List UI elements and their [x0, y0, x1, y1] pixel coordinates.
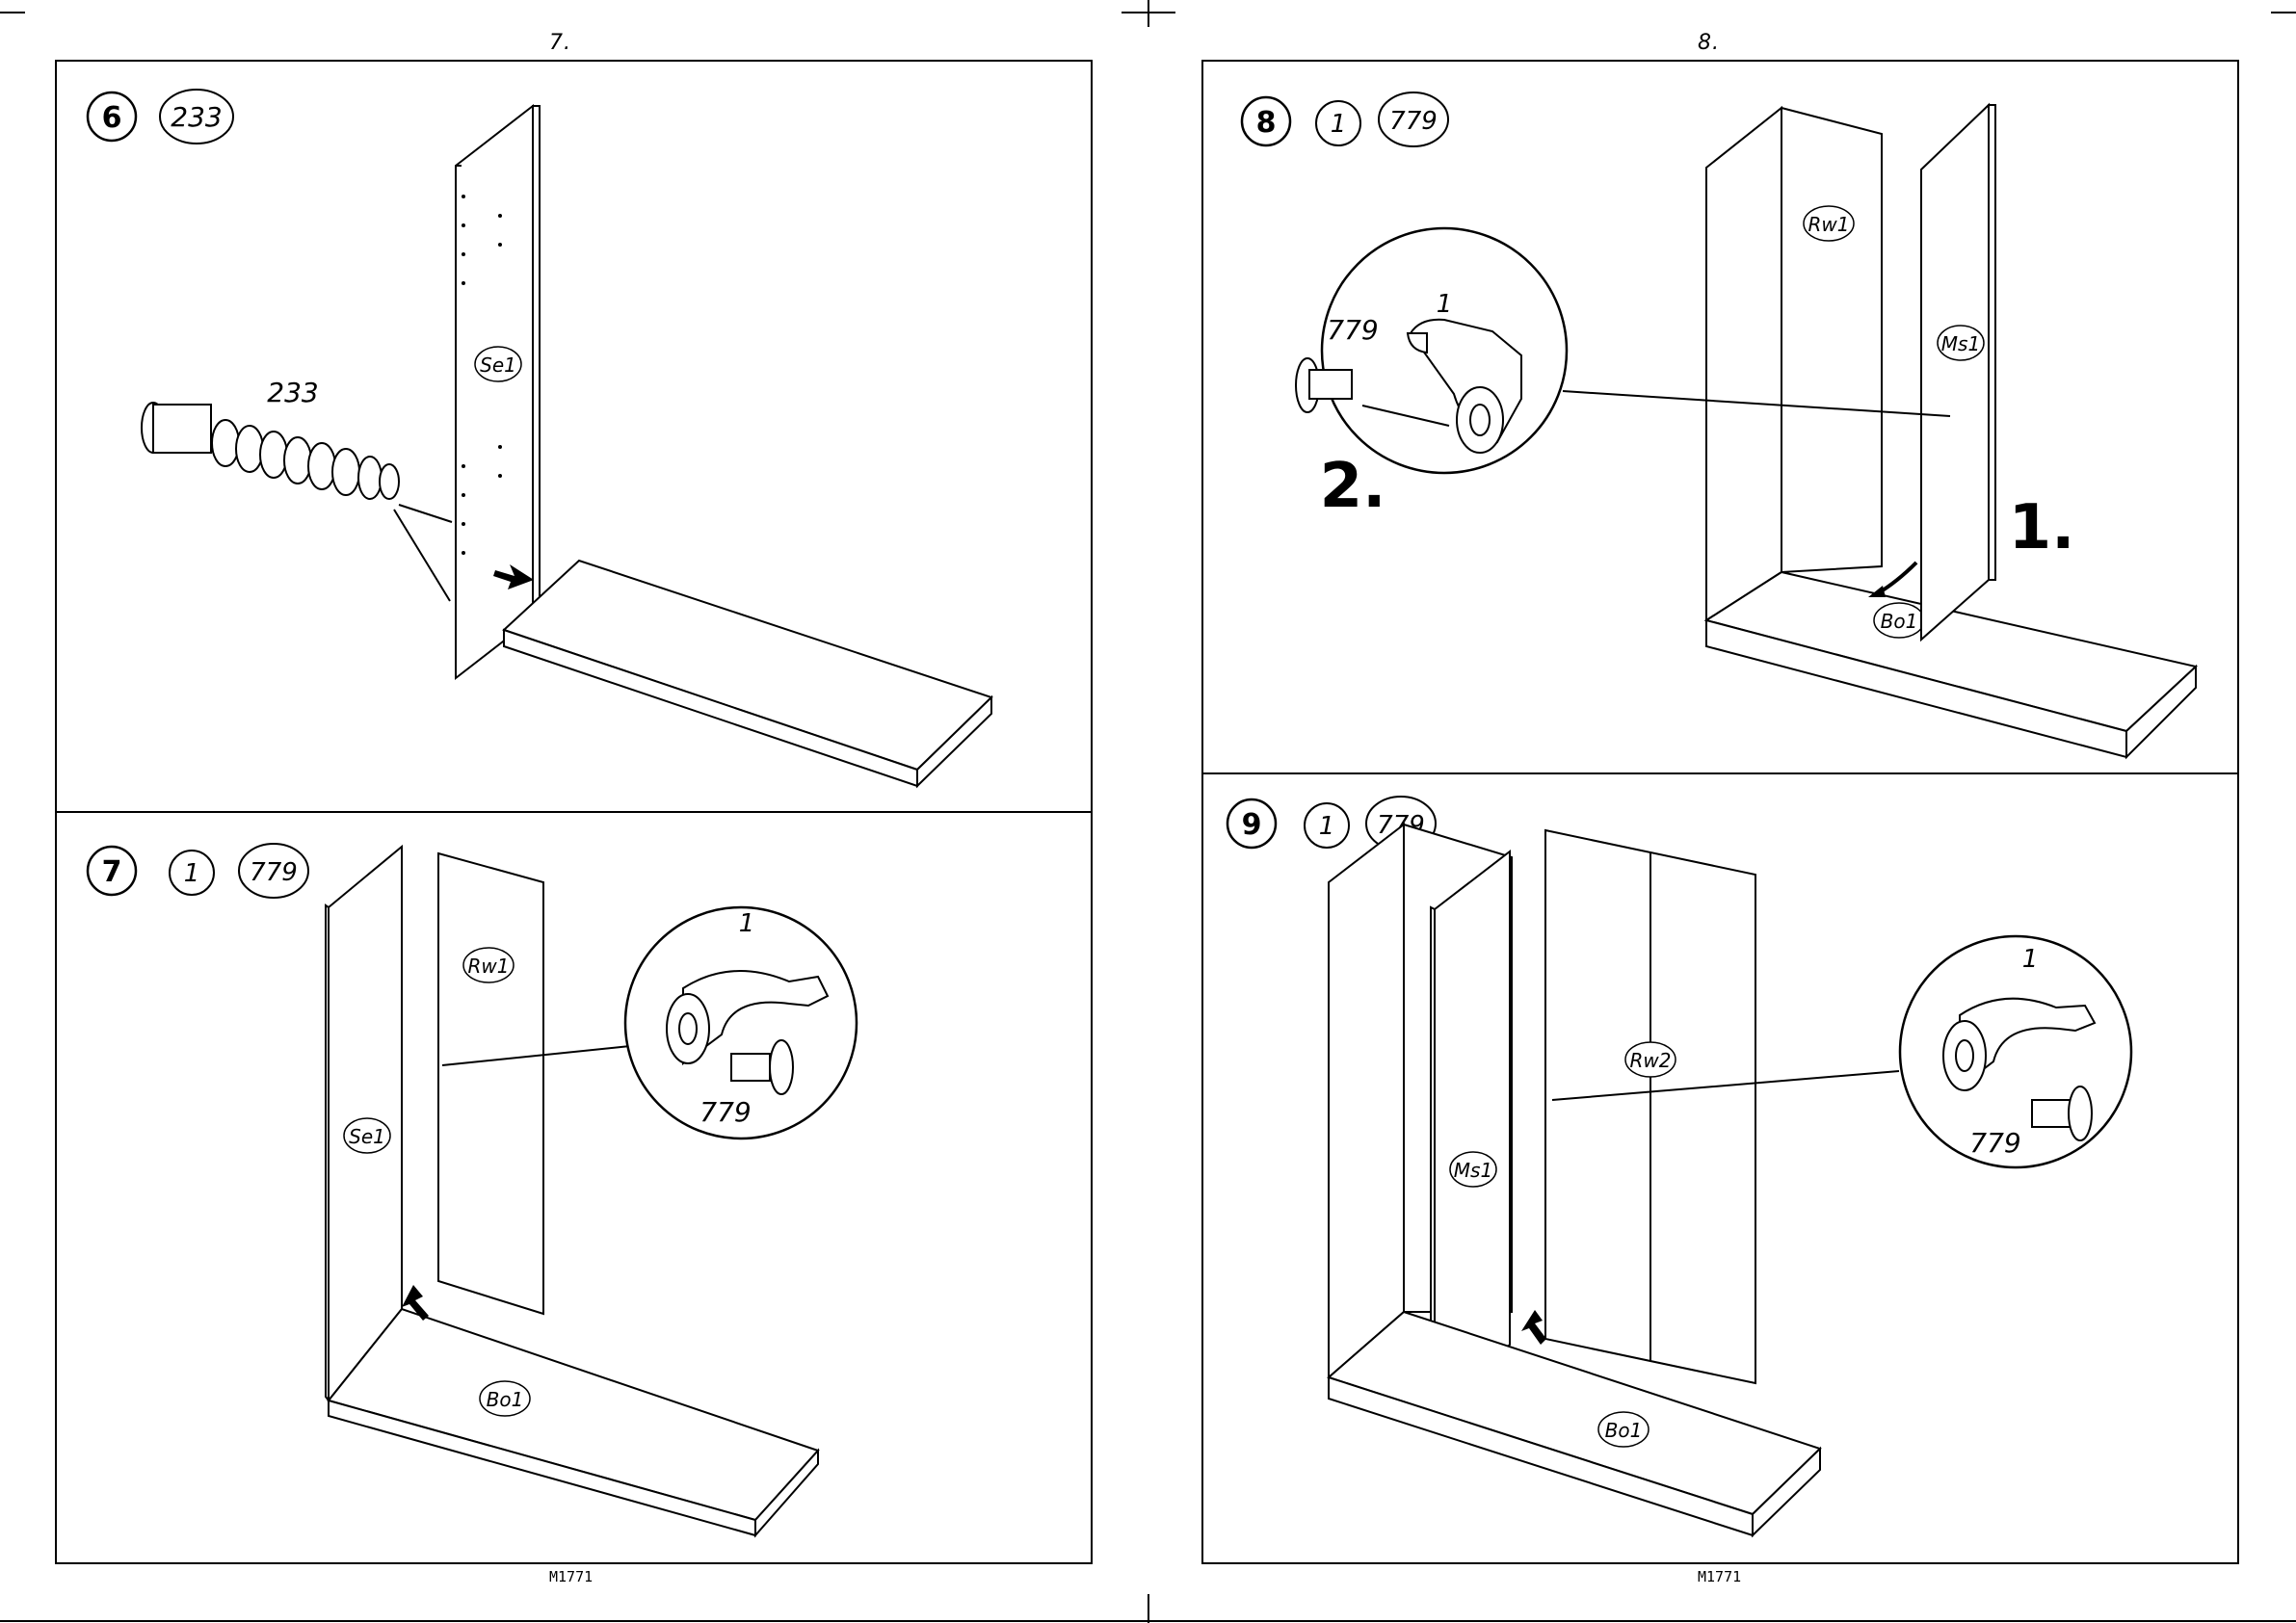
step-6-number: 6 — [102, 101, 122, 135]
part-label-se1: Se1 — [480, 353, 516, 377]
step-6-hardware-id: 233 — [171, 101, 222, 133]
crop-mark-top — [1148, 0, 1149, 27]
step-8-number: 8 — [1256, 106, 1277, 140]
part-label-rw2: Rw2 — [1630, 1049, 1672, 1072]
step-7-illustration: 7 1 779 Se1 Rw1 Bo1 — [57, 813, 1095, 1566]
bottom-panel-bo1 — [329, 1309, 818, 1535]
part-label-se1: Se1 — [349, 1125, 385, 1148]
cam-dowel-233 — [142, 403, 399, 499]
crop-mark-top-h — [1122, 12, 1175, 13]
crop-mark-bottom — [1148, 1594, 1149, 1623]
part-label-ms1: Ms1 — [1454, 1159, 1492, 1182]
detail-label-779: 779 — [699, 1096, 751, 1128]
right-page-number: 8. — [1698, 31, 1720, 55]
dowel-label-233: 233 — [267, 377, 318, 408]
left-page-number: 7. — [549, 31, 571, 55]
step-8-hardware-2: 779 — [1389, 107, 1438, 136]
step-6-panel: 6 233 Se1 — [55, 60, 1093, 813]
crop-mark-top-left — [0, 12, 25, 13]
part-label-bo1: Bo1 — [1605, 1419, 1643, 1442]
cabinet-left-side — [1329, 825, 1404, 1377]
step-9-illustration: 9 1 779 Ms1 Rw2 Bo1 — [1203, 774, 2241, 1566]
part-label-bo1: Bo1 — [487, 1388, 524, 1411]
detail-label-779: 779 — [1969, 1127, 2020, 1159]
step-7-hardware-2: 779 — [250, 858, 298, 887]
step-9-panel: 9 1 779 Ms1 Rw2 Bo1 — [1201, 772, 2239, 1564]
back-panel-rw1 — [1781, 108, 1882, 572]
step-8-hardware-1: 1 — [1331, 110, 1347, 139]
part-label-bo1: Bo1 — [1881, 610, 1918, 633]
side-panel-se1 — [456, 106, 540, 678]
detail-label-779: 779 — [1327, 314, 1378, 346]
step-7-hardware-1: 1 — [184, 859, 200, 888]
order-label-1: 1. — [2009, 492, 2075, 563]
detail-label-1: 1 — [2022, 945, 2039, 974]
crop-mark-bottom-h — [0, 1620, 2296, 1622]
order-label-2: 2. — [1320, 451, 1386, 522]
bottom-panel — [504, 561, 991, 786]
step-8-illustration: 8 1 779 Rw1 Bo1 Ms1 — [1203, 62, 2241, 776]
cabinet-left-side — [1706, 108, 1781, 620]
detail-label-1: 1 — [1437, 290, 1453, 319]
left-footer-code: M1771 — [549, 1568, 593, 1585]
insert-arrow — [1521, 1310, 1546, 1345]
part-label-ms1: Ms1 — [1941, 332, 1980, 355]
step-7-number: 7 — [102, 855, 122, 889]
part-label-rw1: Rw1 — [1808, 213, 1850, 236]
step-8-panel: 8 1 779 Rw1 Bo1 Ms1 — [1201, 60, 2239, 774]
step-7-panel: 7 1 779 Se1 Rw1 Bo1 — [55, 811, 1093, 1564]
part-label-rw1: Rw1 — [468, 955, 510, 978]
step-6-illustration: 6 233 Se1 — [57, 62, 1095, 815]
crop-mark-top-right — [2271, 12, 2296, 13]
detail-label-1: 1 — [739, 909, 755, 938]
back-panel-rw1 — [438, 853, 543, 1314]
step-9-number: 9 — [1242, 808, 1262, 842]
middle-panel-ms1 — [1921, 105, 1995, 640]
right-footer-code: M1771 — [1698, 1568, 1741, 1585]
step-9-hardware-1: 1 — [1319, 812, 1335, 841]
